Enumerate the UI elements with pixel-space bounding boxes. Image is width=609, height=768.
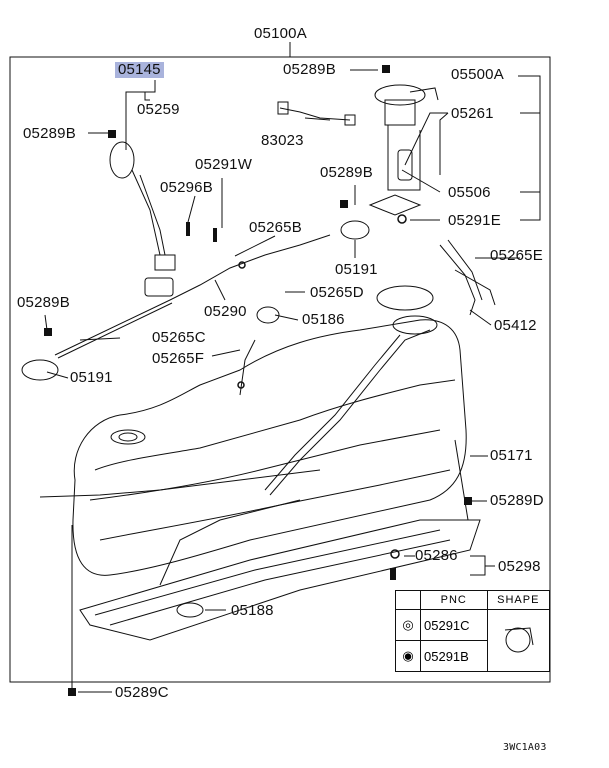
legend-header-pnc: PNC (420, 590, 488, 610)
fuel-tank-body (72, 319, 467, 576)
label-05265D[interactable]: 05265D (310, 284, 364, 301)
label-05290[interactable]: 05290 (204, 303, 247, 320)
label-05265B[interactable]: 05265B (249, 219, 302, 236)
bolt-05289B-top (382, 65, 390, 73)
label-83023[interactable]: 83023 (261, 132, 304, 149)
label-05265F[interactable]: 05265F (152, 350, 205, 367)
label-05289B-left[interactable]: 05289B (23, 125, 76, 142)
diagram-frame (9, 56, 551, 683)
label-05298[interactable]: 05298 (498, 558, 541, 575)
label-05191-left[interactable]: 05191 (70, 369, 113, 386)
label-05145[interactable]: 05145 (115, 62, 164, 78)
label-05265C[interactable]: 05265C (152, 329, 206, 346)
label-05100A[interactable]: 05100A (254, 25, 307, 42)
label-05171[interactable]: 05171 (490, 447, 533, 464)
label-05289C[interactable]: 05289C (115, 684, 169, 701)
figure-code: 3WC1A03 (503, 742, 547, 753)
label-05296B[interactable]: 05296B (160, 179, 213, 196)
legend-header-shape: SHAPE (486, 590, 551, 610)
label-05506[interactable]: 05506 (448, 184, 491, 201)
legend-shape-clamp-icon (486, 609, 551, 672)
skid-plate (79, 519, 481, 641)
label-05291E[interactable]: 05291E (448, 212, 501, 229)
legend-pnc-05291B[interactable]: 05291B (420, 640, 488, 672)
label-05286[interactable]: 05286 (415, 547, 458, 564)
legend-symbol-double-circle: ◎ (395, 609, 421, 641)
label-05289D[interactable]: 05289D (490, 492, 544, 509)
label-05265E[interactable]: 05265E (490, 247, 543, 264)
label-05261[interactable]: 05261 (451, 105, 494, 122)
label-05186[interactable]: 05186 (302, 311, 345, 328)
legend-symbol-filled-circle: ◉ (395, 640, 421, 672)
legend-table: PNC SHAPE ◎ 05291C ◉ 05291B (395, 590, 551, 672)
label-05289B-low[interactable]: 05289B (17, 294, 70, 311)
label-05412[interactable]: 05412 (494, 317, 537, 334)
pump-flange (374, 84, 426, 106)
legend-pnc-05291C[interactable]: 05291C (420, 609, 488, 641)
label-05259[interactable]: 05259 (137, 101, 180, 118)
label-05291W[interactable]: 05291W (195, 156, 253, 173)
label-05289B-mid[interactable]: 05289B (320, 164, 373, 181)
label-05289B[interactable]: 05289B (283, 61, 336, 78)
label-05188[interactable]: 05188 (231, 602, 274, 619)
label-05500A[interactable]: 05500A (451, 66, 504, 83)
label-05191-top[interactable]: 05191 (335, 261, 378, 278)
